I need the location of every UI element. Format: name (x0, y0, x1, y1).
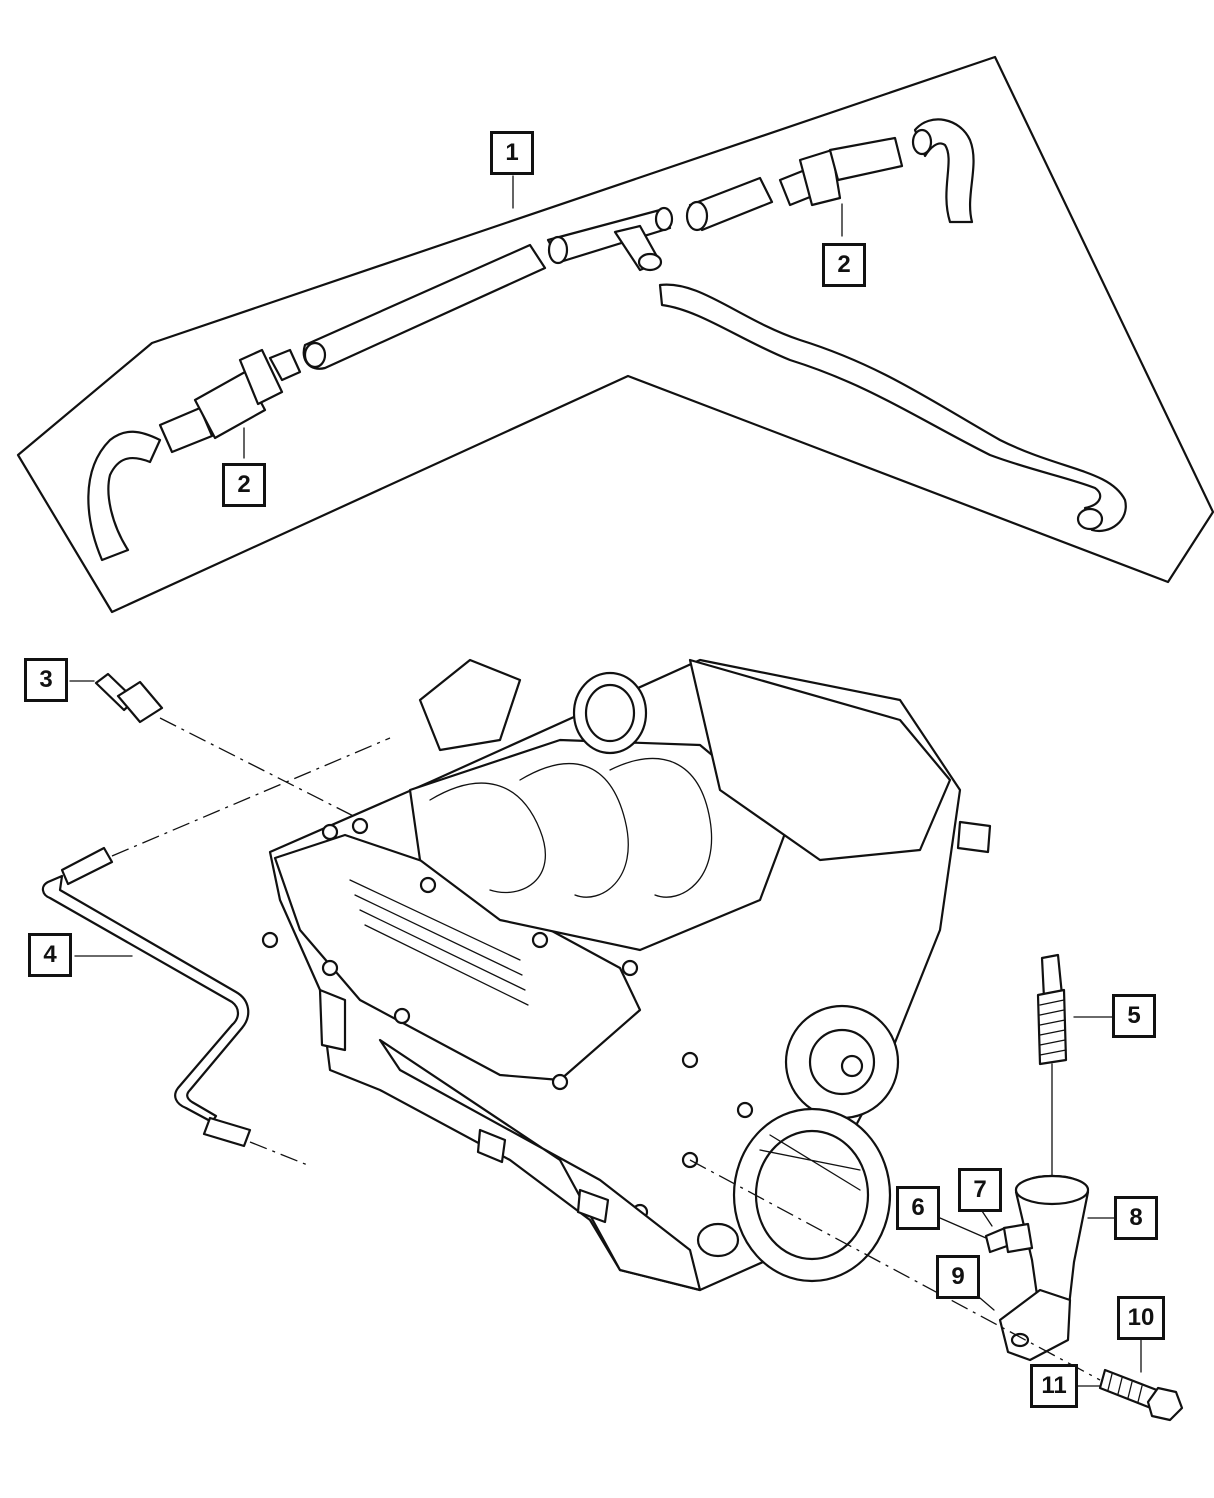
t-fitting (546, 206, 674, 272)
callout-1[interactable]: 1 (490, 131, 534, 175)
hose-kit-frame (16, 55, 1214, 614)
bolt-item-10 (1077, 1337, 1184, 1422)
callout-7[interactable]: 7 (958, 1168, 1002, 1212)
callout-11[interactable]: 11 (1030, 1364, 1078, 1408)
callout-8[interactable]: 8 (1114, 1196, 1158, 1240)
fitting-items-6-7 (939, 1207, 1034, 1311)
left-pcv-valve (158, 348, 302, 459)
lower-right-hose (658, 283, 1127, 533)
left-curved-hose (87, 430, 162, 562)
dipstick-item-5 (1036, 953, 1113, 1183)
callout-3[interactable]: 3 (24, 658, 68, 702)
callout-2-right[interactable]: 2 (822, 243, 866, 287)
right-pcv-valve (778, 136, 904, 237)
engine-assembly (261, 658, 992, 1292)
callout-4[interactable]: 4 (28, 933, 72, 977)
callout-9[interactable]: 9 (936, 1255, 980, 1299)
dipstick-tube-item-4 (41, 874, 250, 1124)
callout-10[interactable]: 10 (1117, 1296, 1165, 1340)
oil-fill-tube-item-8 (998, 1174, 1115, 1362)
callout-5[interactable]: 5 (1112, 994, 1156, 1038)
callout-2-left[interactable]: 2 (222, 463, 266, 507)
sensor-item-3 (69, 672, 164, 724)
upper-left-hose (302, 243, 547, 370)
callout-6[interactable]: 6 (896, 1186, 940, 1230)
